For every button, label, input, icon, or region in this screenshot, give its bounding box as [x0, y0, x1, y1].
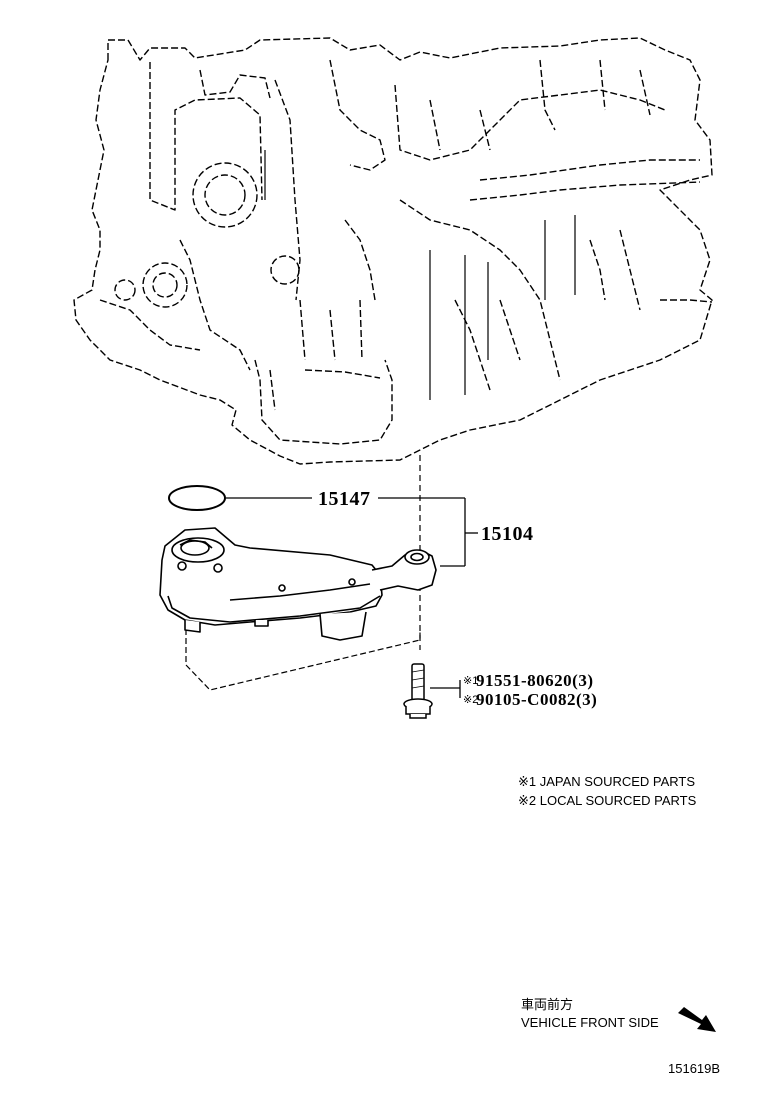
oil-strainer — [159, 527, 437, 691]
arrow-down-right-icon — [678, 1007, 716, 1032]
note-local-sourced: ※2 LOCAL SOURCED PARTS — [518, 793, 697, 808]
figure-id: 151619B — [668, 1061, 720, 1076]
part-label-15104[interactable]: 15104 — [481, 523, 534, 545]
engine-block-outline — [73, 37, 713, 465]
vehicle-front-japanese: 車両前方 — [521, 997, 573, 1012]
part-label-15147[interactable]: 15147 — [318, 488, 371, 510]
vehicle-front-label: VEHICLE FRONT SIDE — [521, 1015, 659, 1030]
gasket-oring — [168, 485, 226, 511]
bolt-part-number-2[interactable]: 90105-C0082(3) — [476, 690, 597, 709]
bolt-part-number-1[interactable]: 91551-80620(3) — [476, 671, 593, 690]
bolt-part-mark-1: ※1 — [463, 675, 478, 687]
flange-bolt — [403, 663, 433, 719]
engine-block-centerlines — [264, 150, 576, 400]
bolt-part-mark-2: ※2 — [463, 694, 478, 706]
note-japan-sourced: ※1 JAPAN SOURCED PARTS — [518, 774, 695, 789]
